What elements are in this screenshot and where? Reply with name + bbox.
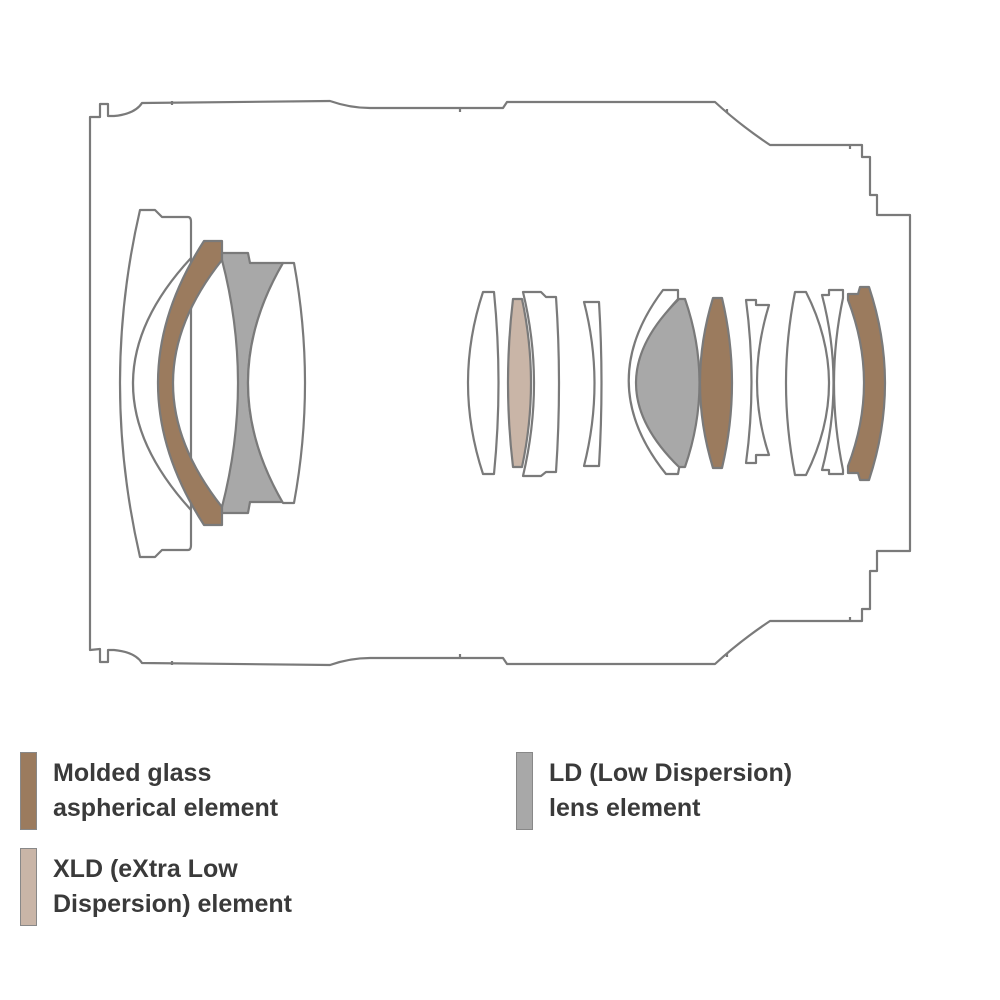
legend-label-line: aspherical element [53,794,279,822]
legend-swatch-ld [516,752,533,830]
rear-lens-group [466,285,887,482]
legend-item-ld: LD (Low Dispersion) lens element [516,752,792,830]
legend-label: LD (Low Dispersion) lens element [549,756,792,826]
legend-label-line: lens element [549,794,701,822]
lens-element-8 [582,300,603,468]
lens-element-1-rear-surface [131,257,192,511]
lens-element-13 [784,290,830,477]
legend-swatch-molded [20,752,37,830]
lens-element-15-molded-aspherical [846,285,887,482]
lens-element-5 [466,290,500,476]
lens-element-1 [118,208,193,559]
legend-swatch-xld [20,848,37,926]
lens-element-6-xld [506,297,533,469]
front-lens-group [118,208,307,559]
legend-label-line: Molded glass [53,759,212,787]
legend-label: Molded glass aspherical element [53,756,278,826]
lens-construction-diagram [88,99,912,667]
lens-element-14 [820,288,845,476]
lens-element-4 [247,261,307,505]
lens-element-12 [744,298,771,465]
lens-element-7 [521,290,561,478]
lens-barrel-outline [88,99,912,667]
legend-item-molded-glass-aspherical: Molded glass aspherical element [20,752,278,830]
legend-label: XLD (eXtra Low Dispersion) element [53,852,292,922]
legend-label-line: LD (Low Dispersion) [549,759,793,787]
legend-label-line: XLD (eXtra Low [53,855,238,883]
legend-item-xld: XLD (eXtra Low Dispersion) element [20,848,292,926]
legend-label-line: Dispersion) element [53,890,292,918]
lens-element-10-ld [635,297,701,469]
lens-element-11-molded-aspherical [698,296,734,470]
